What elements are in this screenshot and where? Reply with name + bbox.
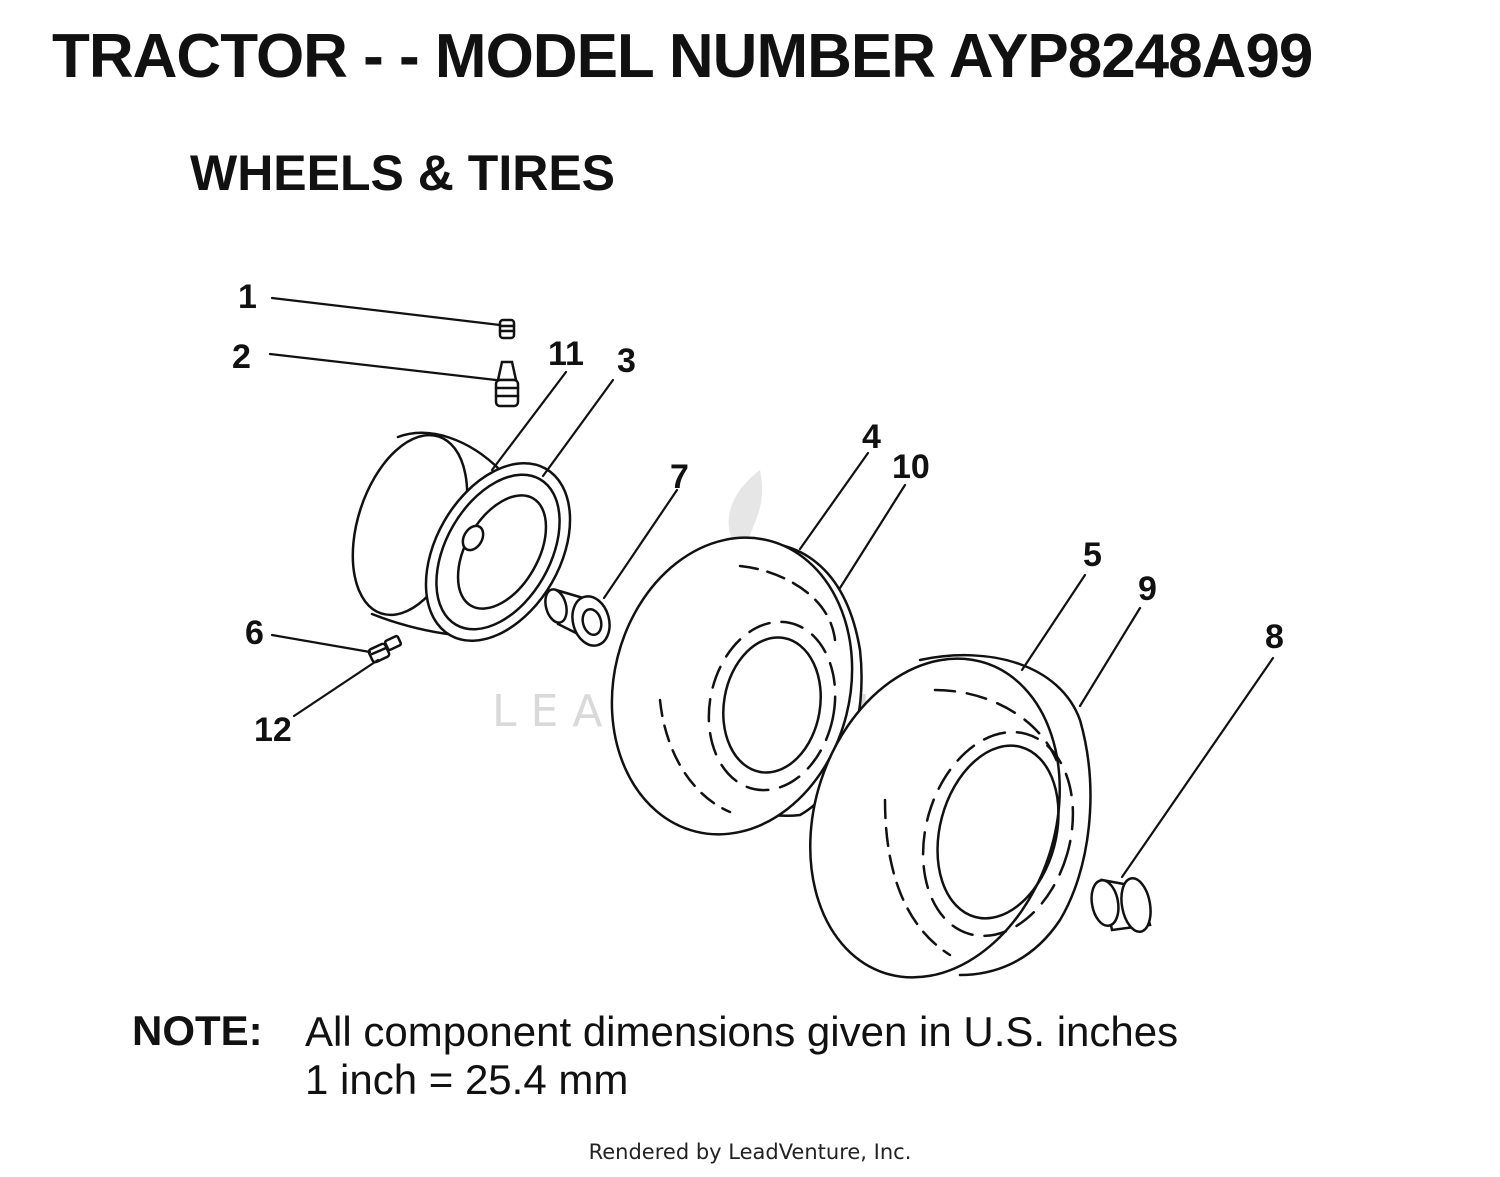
leader-lines	[268, 296, 1275, 879]
callout-2: 2	[232, 338, 251, 376]
note-line-conversion: 1 inch = 25.4 mm	[305, 1056, 629, 1103]
callout-10: 10	[892, 448, 930, 486]
callout-6: 6	[245, 614, 264, 652]
note-text: All component dimensions given in U.S. i…	[305, 1008, 1178, 1104]
section-title: WHEELS & TIRES	[190, 145, 616, 201]
note-label: NOTE:	[132, 1007, 263, 1054]
part-4-front-tire	[610, 536, 863, 836]
part-2-valve-stem	[494, 360, 520, 408]
page-title: TRACTOR - - MODEL NUMBER AYP8248A99	[52, 22, 1313, 91]
callout-7: 7	[670, 458, 689, 496]
part-3-wheel-rim	[351, 431, 572, 642]
callout-1: 1	[238, 278, 257, 316]
callout-8: 8	[1265, 618, 1284, 656]
part-5-rear-tire	[809, 653, 1092, 979]
part-7-bushing	[544, 588, 611, 647]
callout-4: 4	[862, 418, 881, 456]
callout-12: 12	[254, 711, 292, 749]
callout-11: 11	[548, 335, 584, 373]
callout-labels: 1 2 3 4 5 6 7 8 9 10 11 12	[232, 278, 1284, 749]
part-8-hub-cap	[1090, 877, 1152, 933]
footer-credit: Rendered by LeadVenture, Inc.	[588, 1140, 912, 1164]
part-6-grease-fitting	[367, 634, 403, 664]
part-1-valve-cap	[498, 318, 516, 340]
callout-9: 9	[1138, 570, 1157, 608]
callout-5: 5	[1083, 536, 1102, 574]
callout-3: 3	[617, 342, 636, 380]
note-line-dimensions: All component dimensions given in U.S. i…	[305, 1008, 1179, 1055]
